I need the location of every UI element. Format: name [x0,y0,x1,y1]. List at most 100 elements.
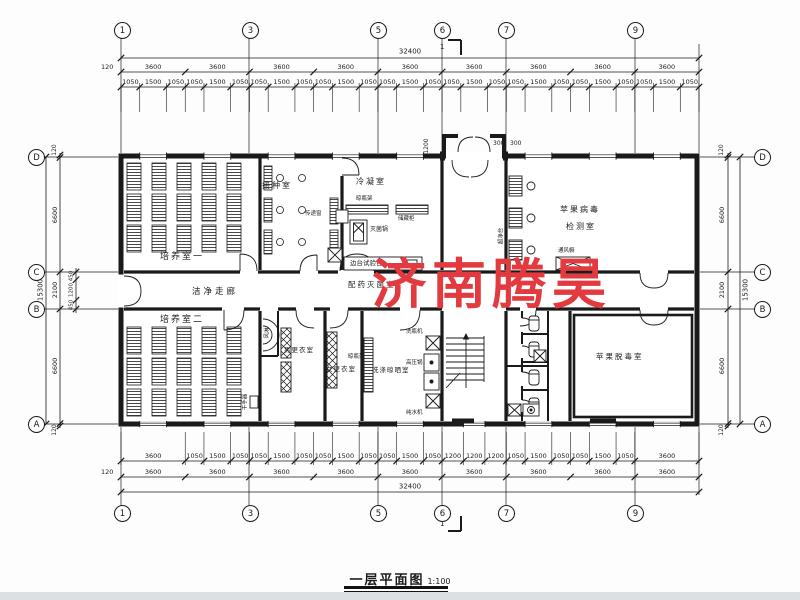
equip-label-autoclave: 高压锅 [406,360,423,366]
dim-bottom-overall: 32400 [398,482,422,491]
inoculation-benches [263,165,339,257]
dim-label: 3600 [273,63,290,71]
dim-label: 1050 [635,78,653,86]
dim-left-sub-450-top: 450 [68,270,75,282]
dim-label: 3600 [337,63,355,71]
dim-right-120-bottom: 120 [718,424,725,436]
dim-label: 1500 [658,78,676,86]
dim-label: 1050 [617,78,634,86]
drawing-title: 一层平面图 [349,573,425,588]
dim-label: 3600 [594,468,611,476]
grid-bubble-row-b-right: B [754,301,771,318]
equip-label-clean-bench: 超净台 [498,227,505,245]
bathroom-fixtures [507,315,547,417]
room-label-women-changing: 女更衣室 [326,365,356,373]
dim-label: 1500 [337,78,355,86]
dim-label: 3600 [465,63,483,71]
dim-label: 3600 [530,63,547,71]
dim-label: 1050 [296,78,313,86]
dim-label: 1050 [167,78,185,86]
dim-label: 3600 [337,468,355,476]
prep-room-equipment [327,204,429,271]
grid-bubble-row-a-right: A [754,416,771,433]
dim-right-6600-bottom: 6600 [717,357,726,375]
dim-offset-bottom-left: 120 [101,468,114,476]
dim-label: 3600 [144,452,162,460]
equip-label-bottle-washer: 洗瓶机 [406,329,423,335]
dim-label: 1500 [273,78,290,86]
grid-bubble-col-6-top: 6 [434,22,451,39]
dim-label: 3600 [530,468,547,476]
dim-label: 1050 [488,78,506,86]
equip-label-bottle-rack-top: 晾瓶架 [356,196,373,202]
dim-porch-side-b: 300 [510,140,522,147]
dim-label: 1050 [296,452,313,460]
changing-wash-equipment [249,318,441,409]
threshold-marks [440,151,616,424]
dim-left-sub-450-bottom: 450 [68,299,75,311]
dim-label: 3600 [658,452,676,460]
dim-porch-side-a: 300 [493,140,505,147]
grid-bubble-col-9-bottom: 9 [627,505,644,522]
dim-label: 1500 [209,78,226,86]
equip-label-pass-window: 传递窗 [305,211,322,217]
dim-label: 1500 [401,452,419,460]
dim-label: 1050 [571,452,589,460]
dim-label: 1500 [144,78,162,86]
dimension-lines [45,57,741,493]
dim-offset-top-left: 120 [101,63,114,71]
dim-label: 1050 [507,452,525,460]
room-label-detox: 苹果脱毒室 [596,352,644,361]
room-label-culture-2: 培养室二 [160,315,205,325]
title-underline-thick [344,586,448,589]
dim-label: 1050 [379,452,396,460]
grid-bubble-col-5-top: 5 [370,22,387,39]
grid-bubble-row-d-left: D [28,149,45,166]
dim-label: 3600 [144,468,162,476]
dim-label: 1050 [379,78,396,86]
dim-left-120-bottom: 120 [51,424,58,436]
dim-label: 1050 [552,452,570,460]
section-mark-label-bottom: 1 [440,520,445,528]
section-mark-label-top: 1 [440,43,445,51]
grid-line-stems [44,38,754,505]
equip-label-storage-cabinet: 储藏柜 [398,216,415,222]
dim-label: 1500 [466,78,483,86]
dim-right-overall: 15300 [741,278,750,302]
entrance-porch [442,134,506,162]
dim-label: 1050 [443,78,460,86]
dim-label: 1050 [231,452,249,460]
dim-label: 1500 [209,452,226,460]
dim-top-overall: 32400 [398,47,422,56]
dim-label: 1050 [314,78,332,86]
grid-bubble-row-a-left: A [28,416,45,433]
dim-right-2100: 2100 [717,281,726,299]
dim-label: 1500 [530,78,547,86]
equip-label-air-shower: 风淋 [264,327,271,339]
dim-label: 3600 [209,63,226,71]
dim-left-6600-bottom: 6600 [50,357,59,375]
dim-label: 1500 [594,78,612,86]
dim-right-120-top: 120 [718,144,725,156]
grid-bubble-col-9-top: 9 [627,22,644,39]
detection-room-equipment [508,175,591,271]
dim-left-120-top: 120 [51,144,58,156]
room-label-clean-corridor: 洁净走廊 [192,287,239,297]
grid-bubble-col-1-bottom: 1 [114,505,131,522]
equip-label-hand-dryer: 干手器 [242,393,249,411]
grid-bubble-col-3-top: 3 [242,22,259,39]
entrance-doors [451,136,491,178]
grid-bubble-row-b-left: B [28,301,45,318]
section-marks [448,39,462,532]
equip-label-side-bench: 边台试验台 [350,259,383,267]
equip-label-sterilizer: 灭菌锅 [370,226,389,233]
dim-label: 1200 [444,452,462,460]
culture-racks [126,162,242,417]
dim-label: 1050 [122,78,139,86]
